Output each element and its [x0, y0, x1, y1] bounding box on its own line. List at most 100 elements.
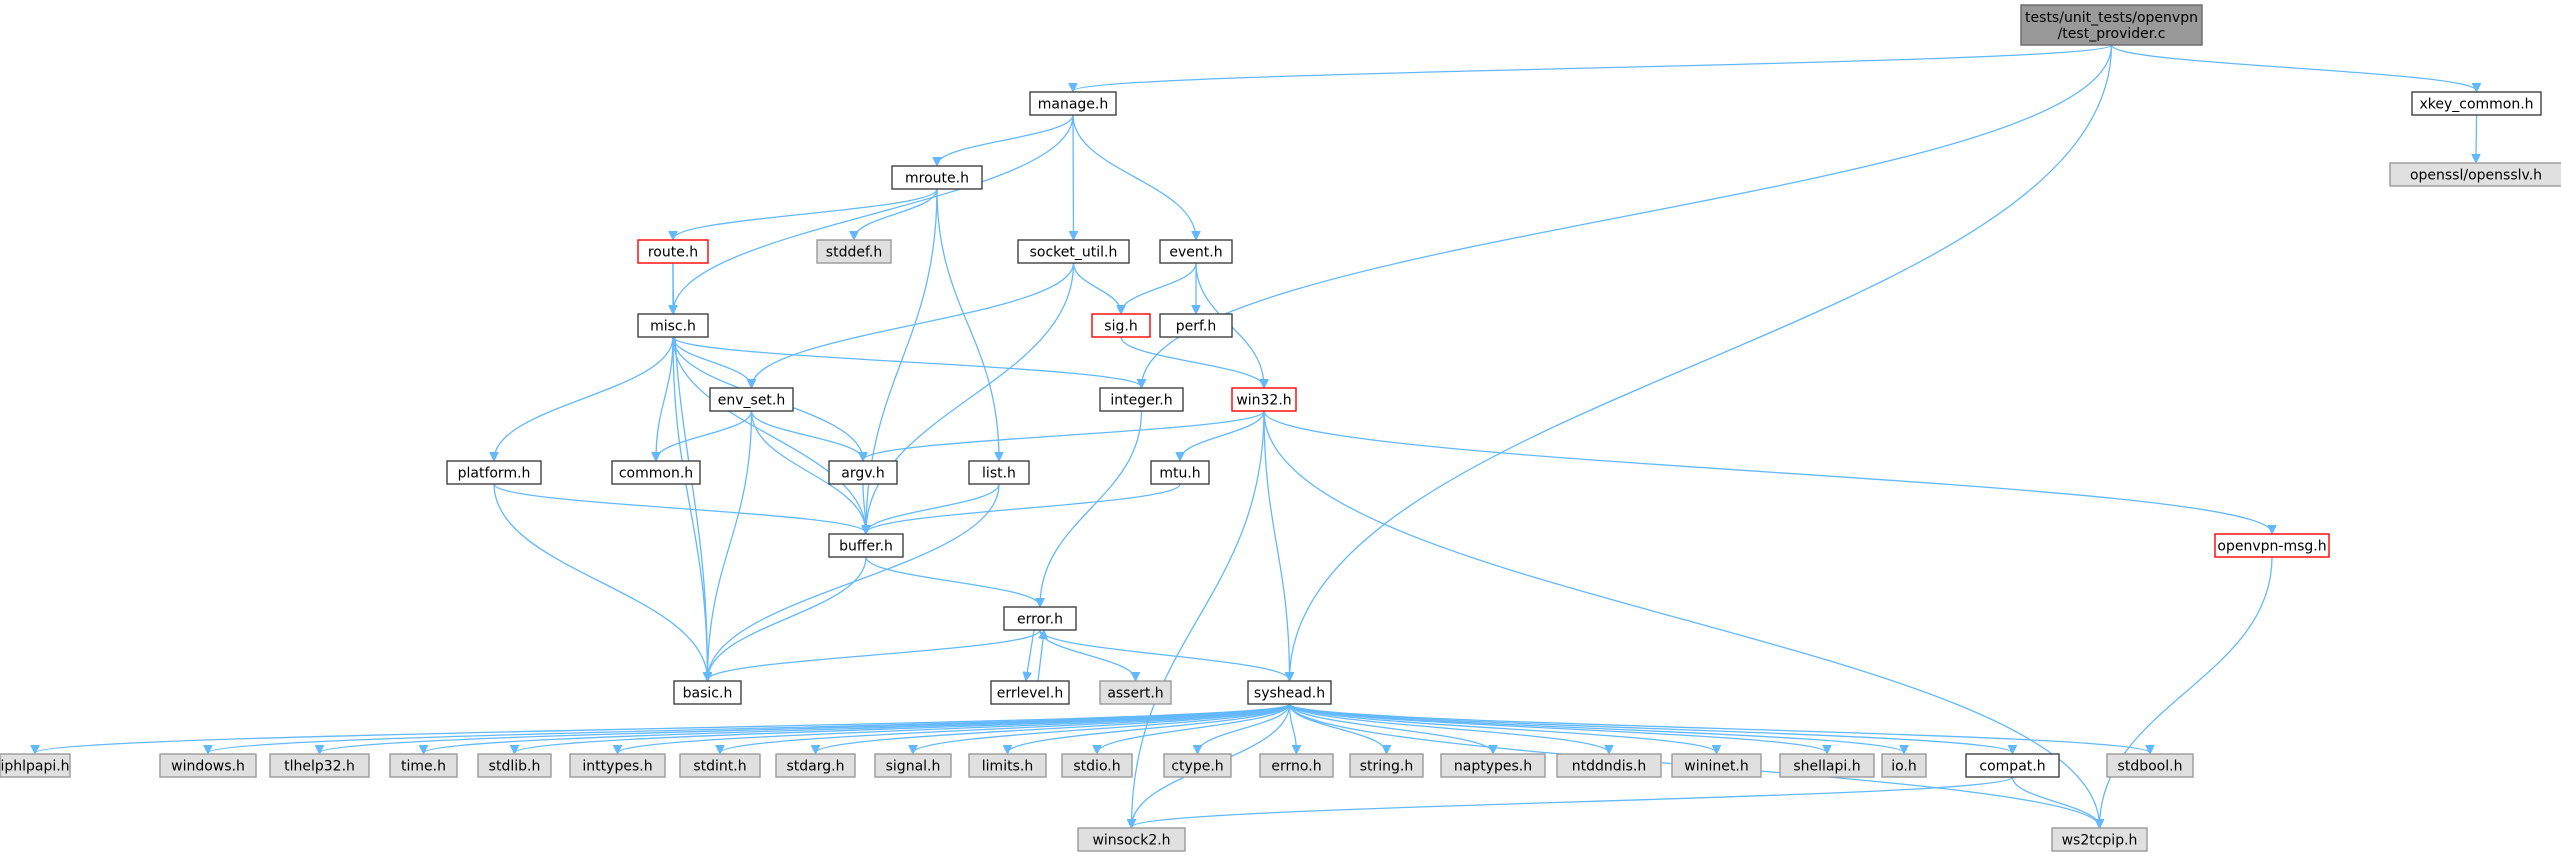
node-time: time.h: [389, 753, 458, 778]
edge-mroute-to-stddef: [854, 188, 938, 239]
edge-manage-to-mroute: [937, 114, 1074, 165]
node-box-argv: [828, 460, 898, 485]
node-box-io: [1881, 753, 1927, 778]
node-manage[interactable]: manage.h: [1029, 91, 1117, 116]
node-mroute[interactable]: mroute.h: [891, 165, 983, 190]
edge-socketutil-to-envset: [752, 262, 1075, 387]
node-stdio: stdio.h: [1061, 753, 1133, 778]
node-label-shellapi: shellapi.h: [1793, 759, 1860, 775]
node-stdbool: stdbool.h: [2106, 753, 2194, 778]
node-socketutil[interactable]: socket_util.h: [1017, 239, 1130, 264]
node-label-errno: errno.h: [1271, 759, 1321, 775]
node-box-basic: [673, 680, 742, 705]
edge-syshead-to-io: [1288, 703, 1905, 753]
node-box-stdarg: [775, 753, 856, 778]
edge-win32-to-argv: [863, 410, 1265, 460]
node-perf[interactable]: perf.h: [1159, 313, 1233, 338]
edge-misc-to-integer: [672, 336, 1142, 387]
node-common[interactable]: common.h: [611, 460, 701, 485]
node-compat[interactable]: compat.h: [1965, 753, 2060, 778]
node-winsock2: winsock2.h: [1077, 827, 1186, 852]
node-list[interactable]: list.h: [968, 460, 1030, 485]
node-label-mroute: mroute.h: [905, 171, 969, 187]
node-box-string: [1349, 753, 1424, 778]
node-box-errlevel: [990, 680, 1070, 705]
edge-syshead-to-shellapi: [1288, 703, 1828, 753]
edge-layer: [35, 44, 2477, 827]
node-box-mtu: [1150, 460, 1210, 485]
node-label-opmsg: openvpn-msg.h: [2217, 539, 2326, 555]
node-label-stdbool: stdbool.h: [2118, 759, 2183, 775]
node-label-ws2tcpip: ws2tcpip.h: [2062, 833, 2138, 849]
node-box-error: [1003, 606, 1077, 631]
node-label-limits: limits.h: [982, 759, 1033, 775]
node-box-compat: [1965, 753, 2060, 778]
node-naptypes: naptypes.h: [1440, 753, 1546, 778]
node-box-signal: [874, 753, 952, 778]
node-label-ntddndis: ntddndis.h: [1572, 759, 1646, 775]
node-errlevel[interactable]: errlevel.h: [990, 680, 1070, 705]
node-ntddndis: ntddndis.h: [1556, 753, 1662, 778]
node-envset[interactable]: env_set.h: [709, 387, 794, 412]
node-label-win32: win32.h: [1236, 393, 1291, 409]
node-layer: tests/unit_tests/openvpn/test_provider.c…: [0, 4, 2561, 852]
node-box-misc: [637, 313, 709, 338]
node-label-wininet: wininet.h: [1684, 759, 1748, 775]
node-opmsg[interactable]: openvpn-msg.h: [2214, 533, 2330, 558]
edge-errlevel-to-error: [1037, 631, 1044, 682]
edge-syshead-to-inttypes: [618, 703, 1291, 753]
edge-syshead-to-iphlpapi: [35, 703, 1291, 753]
node-box-common: [611, 460, 701, 485]
edge-win32-to-opmsg: [1263, 410, 2272, 533]
node-label-io: io.h: [1891, 759, 1917, 775]
node-syshead[interactable]: syshead.h: [1247, 680, 1332, 705]
node-label-signal: signal.h: [886, 759, 941, 775]
node-win32[interactable]: win32.h: [1231, 387, 1297, 412]
node-label-manage: manage.h: [1038, 97, 1109, 113]
node-error[interactable]: error.h: [1003, 606, 1077, 631]
node-box-ntddndis: [1556, 753, 1662, 778]
edge-misc-to-platform: [494, 336, 674, 460]
node-ctype: ctype.h: [1163, 753, 1232, 778]
node-xkey[interactable]: xkey_common.h: [2411, 91, 2542, 116]
node-label-stdio: stdio.h: [1073, 759, 1120, 775]
node-argv[interactable]: argv.h: [828, 460, 898, 485]
node-label-root: tests/unit_tests/openvpn: [2025, 10, 2198, 26]
node-integer[interactable]: integer.h: [1099, 387, 1184, 412]
node-label-stdarg: stdarg.h: [787, 759, 845, 775]
node-inttypes: inttypes.h: [569, 753, 666, 778]
edge-opmsg-to-ws2tcpip: [2100, 556, 2273, 827]
edge-root-to-manage: [1073, 44, 2113, 91]
edge-list-to-buffer: [866, 483, 1000, 533]
edge-misc-to-common: [656, 336, 674, 460]
node-buffer[interactable]: buffer.h: [828, 533, 904, 558]
node-box-route: [637, 239, 709, 264]
node-route[interactable]: route.h: [637, 239, 709, 264]
node-misc[interactable]: misc.h: [637, 313, 709, 338]
edge-misc-to-basic: [672, 336, 708, 680]
node-box-perf: [1159, 313, 1233, 338]
edge-error-to-errlevel: [1026, 629, 1035, 680]
node-label-sig: sig.h: [1104, 319, 1137, 335]
node-label-argv: argv.h: [841, 466, 885, 482]
node-box-iphlpapi: [0, 753, 71, 778]
node-label-xkey: xkey_common.h: [2419, 97, 2533, 113]
node-basic[interactable]: basic.h: [673, 680, 742, 705]
node-event[interactable]: event.h: [1159, 239, 1233, 264]
edge-argv-to-buffer: [863, 483, 866, 533]
node-label-windows: windows.h: [171, 759, 245, 775]
edge-syshead-to-naptypes: [1288, 703, 1494, 753]
node-mtu[interactable]: mtu.h: [1150, 460, 1210, 485]
node-label-naptypes: naptypes.h: [1454, 759, 1532, 775]
node-box-shellapi: [1779, 753, 1875, 778]
node-box-xkey: [2411, 91, 2542, 116]
edge-socketutil-to-buffer: [866, 262, 1075, 533]
edge-syshead-to-limits: [1008, 703, 1291, 753]
node-sig[interactable]: sig.h: [1091, 313, 1151, 338]
node-box-inttypes: [569, 753, 666, 778]
node-label-syshead: syshead.h: [1254, 686, 1325, 702]
node-box-ws2tcpip: [2051, 827, 2148, 852]
node-platform[interactable]: platform.h: [446, 460, 542, 485]
node-label-basic: basic.h: [683, 686, 733, 702]
edge-platform-to-buffer: [493, 483, 866, 533]
